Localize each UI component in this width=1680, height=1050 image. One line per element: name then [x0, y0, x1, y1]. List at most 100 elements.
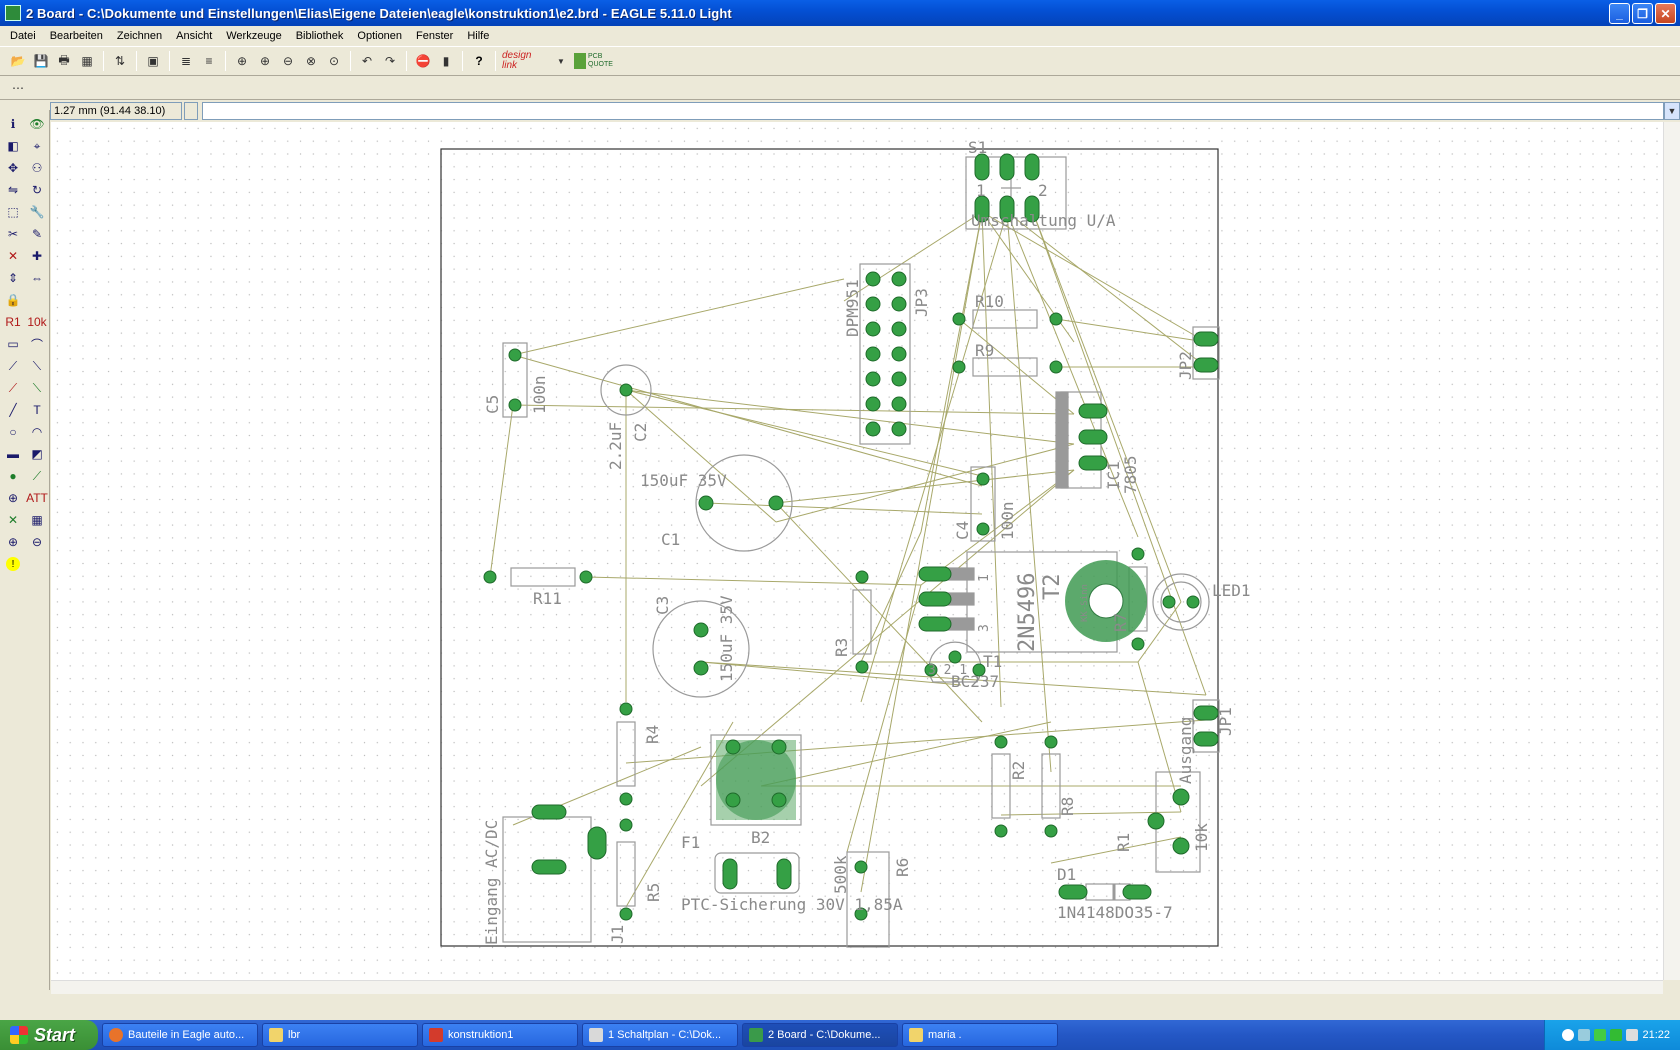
- ripup-icon[interactable]: ⟋: [8, 380, 18, 395]
- paste-icon[interactable]: ✂: [7, 227, 19, 241]
- show-icon[interactable]: 👁: [29, 117, 45, 131]
- mark-icon[interactable]: ⌖: [33, 138, 41, 153]
- tray-app-icon[interactable]: [1594, 1029, 1607, 1041]
- cam-icon[interactable]: ▦: [81, 54, 93, 68]
- value-label-icon[interactable]: 10k: [27, 315, 47, 329]
- script-icon[interactable]: ≣: [180, 54, 192, 68]
- line-icon[interactable]: ╱: [9, 403, 17, 417]
- print-icon[interactable]: 🖶: [58, 52, 70, 67]
- display-layers-icon[interactable]: ◧: [7, 139, 19, 153]
- menu-ansicht[interactable]: Ansicht: [176, 30, 213, 42]
- sheet-icon[interactable]: ⇅: [114, 54, 126, 68]
- menu-zeichnen[interactable]: Zeichnen: [116, 30, 163, 42]
- optimize-icon[interactable]: ⟋: [8, 358, 18, 373]
- open-icon[interactable]: 📂: [10, 54, 26, 68]
- command-input[interactable]: [202, 102, 1664, 120]
- task-konstruktion1[interactable]: konstruktion1: [422, 1023, 578, 1047]
- menu-werkzeuge[interactable]: Werkzeuge: [226, 30, 282, 42]
- errors-icon[interactable]: ⊖: [31, 535, 43, 549]
- menu-bibliothek[interactable]: Bibliothek: [295, 30, 344, 42]
- hole-icon[interactable]: ⊕: [7, 491, 19, 505]
- name-icon[interactable]: R1: [5, 315, 21, 329]
- clock[interactable]: 21:22: [1642, 1029, 1670, 1041]
- zoom-redraw-icon[interactable]: ⊗: [305, 54, 317, 68]
- copy-icon[interactable]: ⚇: [31, 161, 43, 175]
- rotate-icon[interactable]: ↻: [31, 183, 43, 197]
- maximize-button[interactable]: ❐: [1632, 3, 1653, 24]
- task-board[interactable]: 2 Board - C:\Dokume...: [742, 1023, 898, 1047]
- zoom-in-icon[interactable]: ⊕: [259, 54, 271, 68]
- label-c5: C5: [483, 395, 502, 414]
- smash-icon[interactable]: 🔒: [5, 293, 21, 307]
- label-c1: C1: [661, 530, 680, 549]
- pcbquote-button[interactable]: PCB QUOTE: [574, 53, 614, 69]
- menu-fenster[interactable]: Fenster: [416, 30, 454, 42]
- autorouter-icon[interactable]: ▦: [31, 513, 43, 527]
- add-icon[interactable]: ✚: [31, 249, 43, 263]
- minimize-button[interactable]: _: [1609, 3, 1630, 24]
- menu-datei[interactable]: Datei: [10, 30, 36, 42]
- menu-bearbeiten[interactable]: Bearbeiten: [49, 30, 103, 42]
- zoom-out-icon[interactable]: ⊖: [282, 54, 294, 68]
- help-icon[interactable]: ?: [475, 54, 483, 68]
- task-lbr-folder[interactable]: lbr: [262, 1023, 418, 1047]
- info-icon[interactable]: ℹ: [10, 117, 16, 131]
- attribute-icon[interactable]: ATT: [26, 491, 48, 505]
- arc-icon[interactable]: ◠: [31, 425, 43, 439]
- vertical-scrollbar[interactable]: [1663, 122, 1680, 980]
- volume-icon[interactable]: [1626, 1029, 1639, 1041]
- tray-arrow-icon[interactable]: [1562, 1029, 1575, 1041]
- replace-icon[interactable]: ✎: [31, 227, 43, 241]
- wire-icon[interactable]: ⟍: [32, 380, 42, 395]
- menu-hilfe[interactable]: Hilfe: [467, 30, 490, 42]
- capacitor-c2: [600, 364, 652, 416]
- text-icon[interactable]: T: [33, 403, 41, 417]
- go-icon[interactable]: ▮: [442, 54, 450, 68]
- label-led1: LED1: [1212, 581, 1251, 600]
- tray-d-icon[interactable]: [1610, 1029, 1623, 1041]
- close-button[interactable]: ✕: [1655, 3, 1676, 24]
- zoom-select-icon[interactable]: ⊙: [328, 54, 340, 68]
- chevron-down-icon[interactable]: ▼: [1664, 102, 1680, 120]
- save-icon[interactable]: 💾: [33, 54, 49, 68]
- chevron-down-icon[interactable]: ▼: [557, 56, 565, 66]
- mirror-icon[interactable]: ⇋: [7, 183, 19, 197]
- signal-icon[interactable]: ⟋: [32, 468, 42, 483]
- task-firefox[interactable]: Bauteile in Eagle auto...: [102, 1023, 258, 1047]
- warning-icon[interactable]: !: [6, 557, 20, 571]
- redo-icon[interactable]: ↷: [384, 54, 396, 68]
- delete-icon[interactable]: ✕: [7, 249, 19, 263]
- change-icon[interactable]: 🔧: [29, 205, 45, 219]
- move-icon[interactable]: ✥: [7, 161, 19, 175]
- rect-icon[interactable]: ▬: [7, 447, 19, 461]
- route-icon[interactable]: ⟍: [32, 358, 42, 373]
- designlink-button[interactable]: design link: [502, 50, 532, 71]
- value-icon[interactable]: ⇔: [31, 271, 43, 285]
- zoom-fit-icon[interactable]: ⊕: [236, 54, 248, 68]
- start-button[interactable]: Start: [0, 1020, 98, 1050]
- network-icon[interactable]: [1578, 1029, 1591, 1041]
- split-icon[interactable]: ▭: [7, 337, 19, 351]
- via-icon[interactable]: ●: [9, 469, 17, 483]
- drc-icon[interactable]: ⊕: [7, 535, 19, 549]
- main-toolbar: 📂 💾 🖶 ▦ ⇅ ▣ ≣ ≡ ⊕ ⊕ ⊖ ⊗ ⊙ ↶ ↷ ⛔ ▮ ? desi…: [0, 46, 1680, 76]
- polygon-icon[interactable]: ◩: [31, 447, 43, 461]
- undo-icon[interactable]: ↶: [361, 54, 373, 68]
- miter-icon[interactable]: ⌒: [30, 337, 43, 352]
- switch-s1: [965, 156, 1067, 230]
- lock-icon[interactable]: ⇕: [7, 271, 19, 285]
- horizontal-scrollbar[interactable]: [51, 980, 1663, 994]
- stop-icon[interactable]: ⛔: [415, 54, 431, 68]
- grid-icon[interactable]: ⋯: [12, 80, 24, 95]
- board-canvas[interactable]: S1 1 2 Umschaltung U/A JP3 DPM951 R10 R9…: [51, 122, 1663, 980]
- circle-icon[interactable]: ○: [9, 425, 17, 439]
- task-schaltplan[interactable]: 1 Schaltplan - C:\Dok...: [582, 1023, 738, 1047]
- ulp-icon[interactable]: ≡: [205, 54, 213, 68]
- group-icon[interactable]: ⬚: [7, 205, 19, 219]
- task-maria-folder[interactable]: maria .: [902, 1023, 1058, 1047]
- ratsnest-icon[interactable]: ✕: [7, 513, 19, 527]
- library-icon[interactable]: ▣: [147, 54, 159, 68]
- title-bar[interactable]: 2 Board - C:\Dokumente und Einstellungen…: [0, 0, 1680, 26]
- menu-optionen[interactable]: Optionen: [357, 30, 403, 42]
- schematic-icon: [589, 1028, 603, 1042]
